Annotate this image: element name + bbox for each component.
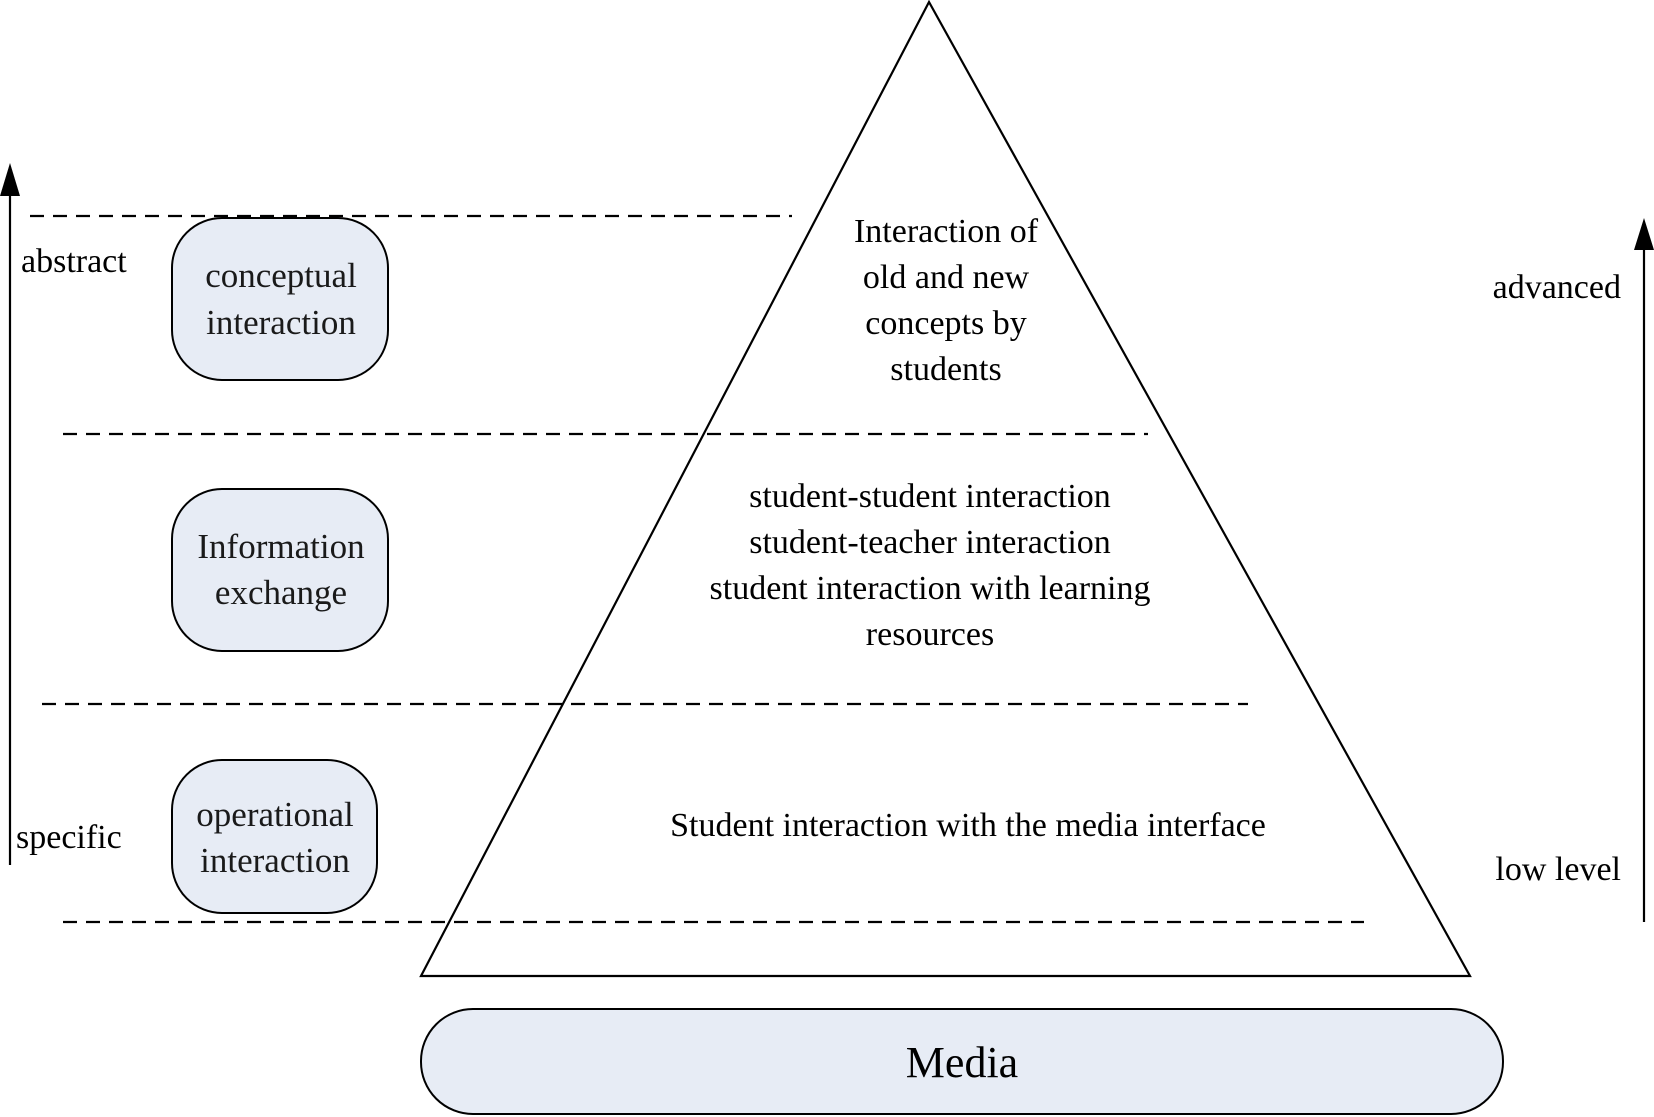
- bottom-tier-line-1: Student interaction with the media inter…: [670, 807, 1266, 844]
- information-exchange-box: [171, 488, 389, 652]
- left-arrowhead-icon: [0, 163, 20, 196]
- media-label: Media: [906, 1038, 1018, 1087]
- conceptual-interaction-box: [171, 217, 389, 381]
- middle-tier-line-3: student interaction with learning: [710, 570, 1151, 607]
- top-tier-line-3: concepts by: [865, 305, 1026, 342]
- pyramid-triangle: [419, 0, 1472, 978]
- operational-box-line-1: operational: [196, 795, 354, 834]
- middle-tier-line-2: student-teacher interaction: [749, 524, 1111, 561]
- media-base: [420, 1008, 1504, 1115]
- conceptual-box-line-1: conceptual: [205, 256, 357, 295]
- abstract-label: abstract: [21, 243, 127, 280]
- low-level-label: low level: [1495, 851, 1621, 888]
- operational-interaction-box: [171, 759, 378, 914]
- information-box-line-2: exchange: [215, 573, 347, 612]
- information-box-line-1: Information: [197, 527, 364, 566]
- operational-box-line-2: interaction: [200, 841, 350, 880]
- specific-label: specific: [16, 819, 122, 856]
- advanced-label: advanced: [1493, 269, 1621, 306]
- right-arrowhead-icon: [1634, 218, 1654, 250]
- right-axis-arrow: [1634, 218, 1654, 922]
- left-axis-arrow: [0, 163, 20, 865]
- middle-tier-line-4: resources: [866, 616, 994, 653]
- middle-tier-line-1: student-student interaction: [749, 478, 1111, 515]
- top-tier-line-2: old and new: [863, 259, 1030, 296]
- conceptual-box-line-2: interaction: [206, 303, 356, 342]
- top-tier-line-1: Interaction of: [854, 213, 1039, 250]
- top-tier-line-4: students: [890, 351, 1001, 388]
